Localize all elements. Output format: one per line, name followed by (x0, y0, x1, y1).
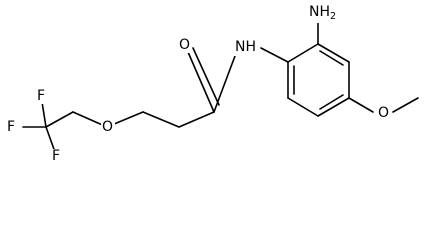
bond-ring-methoxy-o (348, 97, 374, 113)
bond-methoxy-o-ch3 (392, 97, 419, 113)
ring-inner-4-5 (319, 94, 344, 110)
bond-layer (22, 21, 419, 153)
atom-amine-nh2: NH2 (309, 4, 336, 22)
atom-methoxy-o: O (378, 105, 389, 121)
ring-bond-4-5 (317, 97, 350, 117)
atom-carbonyl-o: O (179, 37, 190, 53)
atom-ether-o: O (102, 119, 113, 135)
ring-inner-2-3 (319, 50, 344, 66)
bond-carbonyl-double-a (187, 51, 215, 113)
atom-f-bottom: F (52, 148, 60, 164)
bond-cf3-f-top (41, 101, 47, 128)
bond-c1-c2 (142, 111, 180, 128)
bond-carbonyl-double-b (192, 47, 220, 106)
bond-c2-c3 (178, 111, 215, 128)
bond-cf3-ch2 (45, 111, 74, 128)
bond-cf3-f-bottom (45, 126, 56, 153)
ring-bond-1-2 (287, 43, 319, 63)
atom-f-top: F (37, 88, 45, 104)
ring-bond-5-6 (287, 97, 319, 117)
atom-amide-nh: NH (235, 39, 256, 55)
ring-bond-2-3 (317, 43, 350, 63)
atom-f-left: F (7, 119, 15, 135)
molecule-structure: F F F O O NH NH2 O (5, 3, 419, 164)
atom-label-layer: F F F O O NH NH2 O (5, 3, 392, 164)
bond-carbonyl-nh (213, 47, 239, 113)
amine-subscript: 2 (330, 11, 336, 22)
amine-nh-text: NH (309, 4, 330, 20)
bond-nh-ring (260, 47, 289, 63)
